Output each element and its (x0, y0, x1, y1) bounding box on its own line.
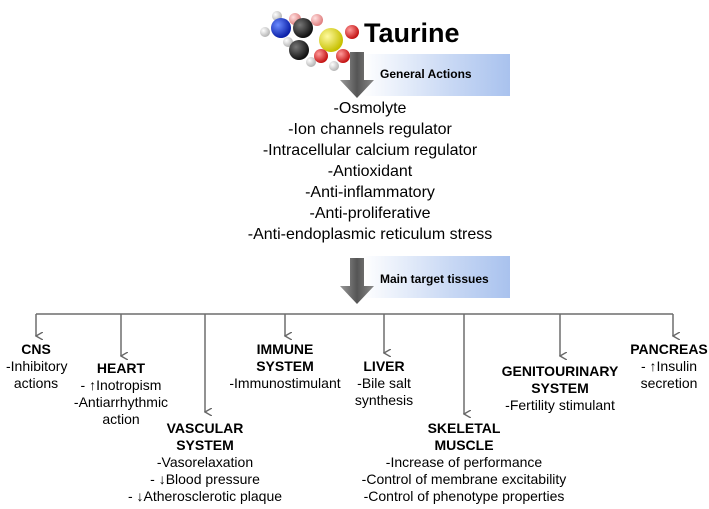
tissue-effect: -Antiarrhythmic (73, 394, 169, 410)
tissue-effect: synthesis (354, 392, 414, 408)
action-item: -Ion channels regulator (288, 121, 452, 138)
tissue-effect: -Vasorelaxation (156, 454, 254, 470)
tissue-cns: CNS -Inhibitory actions (6, 341, 68, 392)
tissue-name: VASCULAR (166, 420, 244, 436)
general-actions-label: General Actions (380, 67, 472, 81)
tissue-effect: - ↓Blood pressure (150, 471, 260, 487)
target-tissues-band (362, 256, 510, 298)
tissue-liver: LIVER -Bile salt synthesis (344, 358, 424, 409)
tissue-name: LIVER (363, 358, 405, 374)
tissue-effect: - ↑Insulin (640, 358, 698, 374)
tissue-vascular-system: VASCULAR SYSTEM -Vasorelaxation - ↓Blood… (110, 420, 300, 505)
diagram-title: Taurine (364, 18, 460, 48)
tissue-effect: -Control of phenotype properties (363, 488, 565, 504)
action-item: -Anti-proliferative (309, 205, 431, 222)
tissue-name: HEART (96, 360, 146, 376)
tissue-heart: HEART - ↑Inotropism -Antiarrhythmic acti… (66, 360, 176, 428)
tissue-immune-system: IMMUNE SYSTEM -Immunostimulant (220, 341, 350, 392)
tissue-effect: -Control of membrane excitability (361, 471, 567, 487)
down-arrow-icon (340, 258, 374, 304)
action-item: -Osmolyte (333, 100, 407, 117)
general-actions-band (362, 54, 510, 96)
tissue-effect: -Inhibitory (6, 358, 68, 374)
tissue-name: MUSCLE (434, 437, 494, 453)
taurine-molecule-icon (260, 11, 359, 71)
tissue-effect: -Bile salt (357, 375, 411, 391)
tissue-skeletal-muscle: SKELETAL MUSCLE -Increase of performance… (349, 420, 579, 505)
tissue-effect: secretion (640, 375, 698, 391)
tissue-name: SKELETAL (427, 420, 501, 436)
action-item: -Anti-inflammatory (305, 184, 435, 201)
down-arrow-icon (340, 52, 374, 98)
actions-list: -Osmolyte -Ion channels regulator -Intra… (200, 98, 540, 245)
tissue-genitourinary-system: GENITOURINARY SYSTEM -Fertility stimulan… (495, 363, 625, 414)
tissue-name: CNS (21, 341, 51, 357)
tissue-pancreas: PANCREAS - ↑Insulin secretion (628, 341, 709, 392)
tissue-effect: action (102, 411, 140, 427)
tissue-name: GENITOURINARY (501, 363, 619, 379)
action-item: -Intracellular calcium regulator (262, 142, 478, 159)
tissue-effect: -Fertility stimulant (505, 397, 615, 413)
tissue-effect: -Immunostimulant (229, 375, 341, 391)
tissue-name: SYSTEM (176, 437, 234, 453)
tissue-effect: - ↑Inotropism (80, 377, 162, 393)
tissue-name: IMMUNE (256, 341, 314, 357)
tissue-effect: actions (13, 375, 59, 391)
tissue-name: SYSTEM (256, 358, 314, 374)
tissue-effect: - ↓Atherosclerotic plaque (127, 488, 283, 504)
tissue-name: PANCREAS (630, 341, 708, 357)
action-item: -Antioxidant (327, 163, 413, 180)
tissue-name: SYSTEM (531, 380, 589, 396)
tissue-effect: -Increase of performance (385, 454, 543, 470)
action-item: -Anti-endoplasmic reticulum stress (247, 226, 493, 243)
target-tissues-label: Main target tissues (380, 272, 489, 286)
